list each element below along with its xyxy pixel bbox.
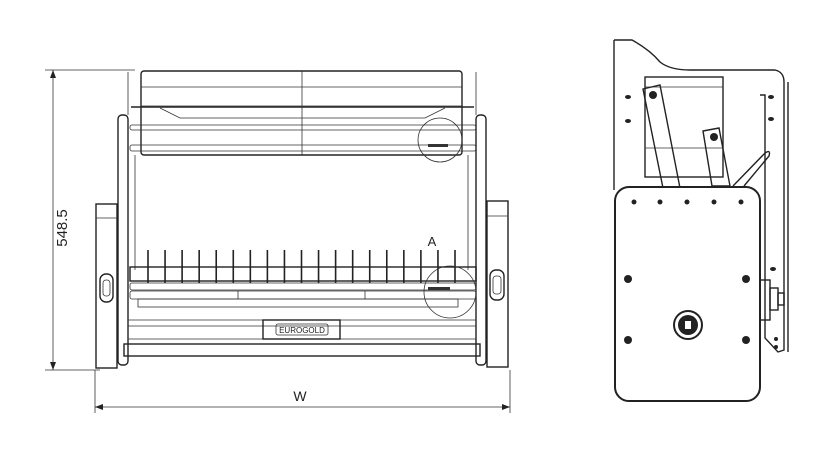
handle-bar	[732, 150, 771, 187]
height-dimension-label: 548.5	[54, 209, 71, 247]
plate-rack: A	[129, 234, 477, 319]
base-tray: EUROGOLD	[123, 319, 481, 357]
slide-bracket	[644, 76, 724, 178]
front-view: 548.5 W	[45, 69, 511, 413]
width-dimension: W	[94, 370, 511, 413]
width-dimension-label: W	[293, 388, 307, 404]
frame	[117, 72, 487, 366]
side-view	[613, 39, 789, 402]
side-front-panel	[614, 186, 761, 402]
side-mechanism-knob	[759, 279, 785, 321]
side-back-plate	[614, 39, 785, 353]
detail-label-a: A	[428, 234, 437, 249]
left-mount-box	[95, 203, 118, 369]
upper-basket	[129, 70, 477, 163]
detail-circle	[417, 117, 463, 163]
right-mount-box	[486, 200, 509, 368]
lift-arm-left	[642, 84, 681, 189]
height-dimension: 548.5	[45, 69, 135, 371]
panel-holes	[624, 199, 750, 344]
detail-circle-a	[423, 265, 477, 319]
brand-badge-label: EUROGOLD	[279, 326, 325, 335]
lock-knob-icon	[673, 310, 703, 340]
brand-badge	[262, 319, 341, 340]
